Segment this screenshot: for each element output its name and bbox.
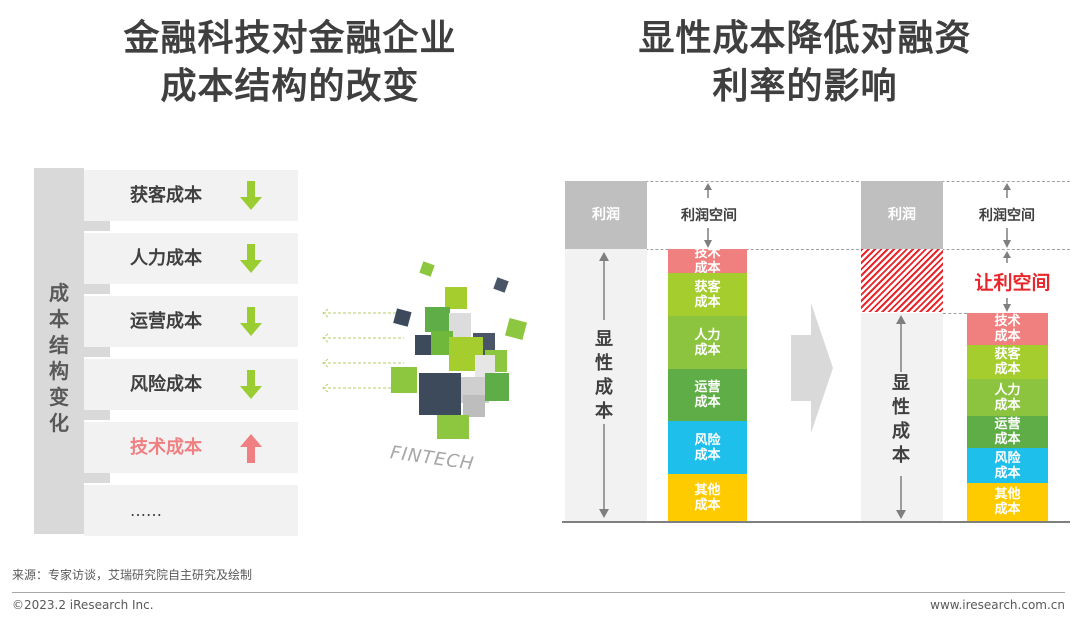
- side-label-char: 构: [49, 359, 69, 383]
- cost-row-label: 风险成本: [130, 374, 202, 395]
- concession-space-label: 让利空间: [974, 272, 1051, 294]
- dashed-arrow-icon: [322, 383, 404, 393]
- side-label-char: 成: [49, 281, 69, 305]
- cost-row-operation: 运营成本: [84, 296, 298, 347]
- segment-labor-cost: 人力成本: [967, 379, 1048, 416]
- ellipsis-label: ……: [130, 501, 162, 520]
- segment-risk-cost: 风险成本: [668, 421, 747, 474]
- profit-space-arrows-after: [1003, 183, 1011, 248]
- cube: [391, 261, 528, 439]
- source-note: 来源：专家访谈，艾瑞研究院自主研究及绘制: [12, 568, 253, 582]
- segment-operation-cost: 运营成本: [967, 416, 1048, 448]
- lower-dashed-line: [943, 313, 967, 314]
- cost-row-more: ……: [84, 485, 298, 536]
- cost-row-label: 人力成本: [130, 248, 202, 269]
- fintech-cubes-illustration: [391, 261, 528, 439]
- dashed-arrow-icon: [322, 308, 404, 318]
- right-title-line1: 显性成本降低对融资: [638, 18, 972, 59]
- mid-dashed-line: [565, 249, 1070, 250]
- profit-space-arrows-before: [704, 183, 712, 248]
- segment-technology-cost: 技术成本: [668, 246, 747, 276]
- explicit-cost-label-after: 显性成本: [887, 372, 915, 468]
- cost-row-risk: 风险成本: [84, 359, 298, 410]
- segment-acquisition-cost: 获客成本: [668, 273, 747, 316]
- transition-arrow-icon: [791, 303, 833, 433]
- segment-risk-cost: 风险成本: [967, 448, 1048, 483]
- left-title: 金融科技对金融企业 成本结构的改变: [60, 15, 520, 111]
- top-dashed-line: [565, 181, 1070, 182]
- double-arrow-icon: [896, 315, 906, 519]
- up-arrow-icon: [240, 434, 262, 463]
- website-link[interactable]: www.iresearch.com.cn: [930, 598, 1065, 612]
- down-arrow-icon: [240, 370, 262, 399]
- cost-row-labor: 人力成本: [84, 233, 298, 284]
- right-title-line2: 利率的影响: [712, 66, 898, 107]
- row-connector: [84, 284, 110, 294]
- copyright: ©2023.2 iResearch Inc.: [12, 598, 154, 612]
- left-title-line2: 成本结构的改变: [160, 66, 420, 107]
- left-title-line1: 金融科技对金融企业: [123, 18, 457, 59]
- cost-row-technology: 技术成本: [84, 422, 298, 473]
- segment-other-cost: 其他成本: [967, 483, 1048, 521]
- down-arrow-icon: [240, 244, 262, 273]
- dashed-arrow-icon: [322, 358, 404, 368]
- segment-labor-cost: 人力成本: [668, 316, 747, 369]
- down-arrow-icon: [240, 307, 262, 336]
- segment-technology-cost: 技术成本: [967, 313, 1048, 345]
- baseline: [562, 521, 1070, 523]
- cost-row-label: 技术成本: [130, 437, 202, 458]
- down-arrow-icon: [240, 181, 262, 210]
- profit-space-label-after: 利润空间: [979, 208, 1035, 224]
- cost-structure-sidebar: [34, 168, 84, 534]
- dashed-arrow-icon: [322, 333, 404, 343]
- segment-other-cost: 其他成本: [668, 474, 747, 521]
- concession-space-arrows: [1003, 251, 1011, 312]
- concession-hatch-area: [861, 249, 943, 312]
- segment-operation-cost: 运营成本: [668, 369, 747, 421]
- segment-acquisition-cost: 获客成本: [967, 345, 1048, 379]
- profit-box-before: 利润: [565, 181, 647, 249]
- right-title: 显性成本降低对融资 利率的影响: [585, 15, 1025, 111]
- row-connector: [84, 347, 110, 357]
- profit-space-label-before: 利润空间: [681, 208, 737, 224]
- side-label-char: 结: [49, 333, 69, 357]
- side-label-char: 变: [49, 385, 69, 409]
- row-connector: [84, 221, 110, 231]
- fintech-label: FINTECH: [388, 442, 476, 475]
- row-connector: [84, 473, 110, 483]
- cost-row-label: 运营成本: [130, 311, 202, 332]
- cost-row-acquisition: 获客成本: [84, 170, 298, 221]
- explicit-cost-label-before: 显性成本: [590, 328, 618, 424]
- double-arrow-icon: [599, 252, 609, 518]
- row-connector: [84, 410, 110, 420]
- cost-structure-label: 成本结构变化: [34, 280, 84, 436]
- side-label-char: 化: [49, 411, 69, 435]
- footer-divider: [12, 592, 1065, 593]
- cost-row-label: 获客成本: [130, 185, 202, 206]
- profit-box-after: 利润: [861, 181, 943, 249]
- side-label-char: 本: [49, 307, 69, 331]
